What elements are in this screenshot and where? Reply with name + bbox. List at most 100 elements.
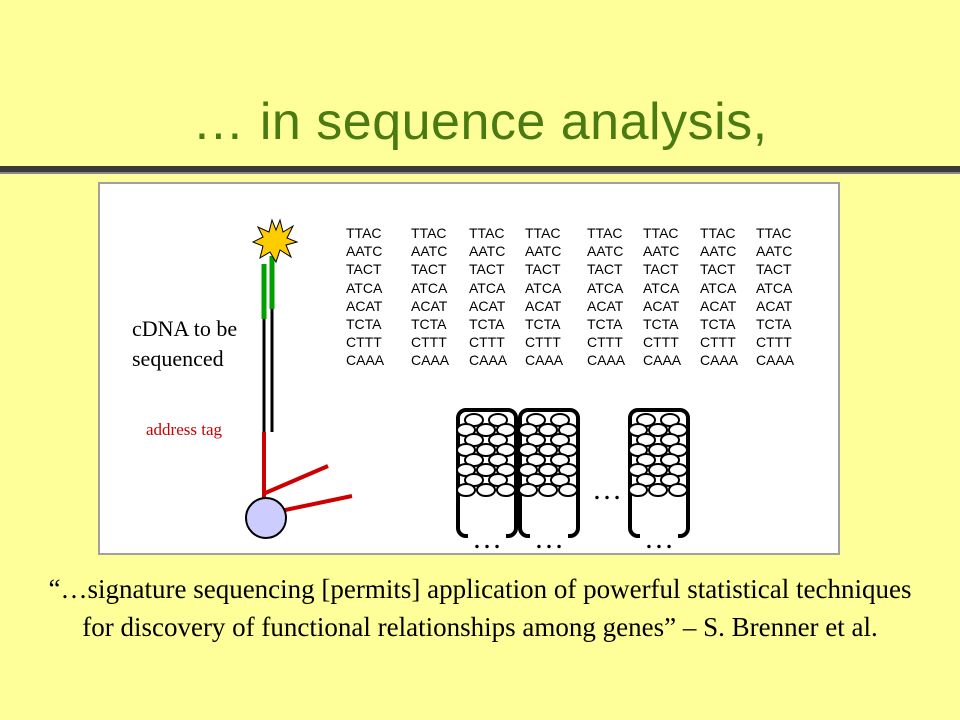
bead-oval [648,423,668,437]
sequence-text: AATC [756,243,793,260]
sequence-text: ATCA [525,279,562,296]
sequence-text: CAAA [587,352,626,369]
sequence-text: TTAC [587,225,623,241]
sequence-text: CAAA [411,352,450,369]
sequence-text: TACT [346,261,382,278]
bead-oval [476,483,496,497]
sequence-text: TACT [587,261,623,278]
sequence-text: CTTT [587,334,623,351]
sequence-text: TCTA [587,316,623,333]
slide-title: … in sequence analysis, [192,93,768,151]
sequence-text: ACAT [411,297,448,314]
sequence-text: TCTA [469,316,505,333]
ellipsis-mid: … [592,473,622,506]
sequence-text: AATC [643,243,680,260]
sequence-text: TCTA [411,316,447,333]
cdna-label: cDNA to be sequenced [132,316,238,371]
bead-oval [476,443,496,457]
sequence-text: CAAA [756,352,795,369]
sequence-text: TCTA [756,316,792,333]
flow-cell-ellipsis: … [472,522,502,555]
flow-cells: … … … [456,408,690,555]
sequence-text: CTTT [700,334,736,351]
sequence-text: TTAC [411,225,447,241]
bead-oval [648,483,668,497]
sequence-text: AATC [469,243,506,260]
brenner-quote: “…signature sequencing [permits] applica… [48,574,912,642]
flow-cell-opening [530,530,568,540]
flow-cell-ellipsis: … [644,522,674,555]
sequence-text: ACAT [587,297,624,314]
sequence-text: TACT [700,261,736,278]
sequence-text: ATCA [643,279,680,296]
bead-oval [496,483,516,497]
sequence-text: AATC [346,243,383,260]
sequence-text: TCTA [700,316,736,333]
flow-cell: … [456,408,518,555]
sequence-text: ATCA [756,279,793,296]
bead-oval [648,463,668,477]
sequence-text: TTAC [525,225,561,241]
flow-cell-opening [640,530,678,540]
flow-cell-opening [468,530,506,540]
bead-oval [558,483,578,497]
sequence-text: CAAA [346,352,385,369]
flow-cell: … [628,408,690,555]
sequence-text: ACAT [756,297,793,314]
sequence-text: CTTT [469,334,505,351]
sequence-text: ATCA [700,279,737,296]
fluor-star-icon [251,218,299,264]
sequence-text: CTTT [525,334,561,351]
tag-line-upper [262,464,329,496]
sequence-text: TACT [411,261,447,278]
sequence-text: CTTT [643,334,679,351]
sequence-text: CAAA [469,352,508,369]
sequence-text: CTTT [411,334,447,351]
sequence-text: TACT [469,261,505,278]
sequence-text: AATC [411,243,448,260]
diagram-panel: ……… … cDNA to be sequenced address tag T… [98,182,840,555]
sequence-text: ACAT [643,297,680,314]
sequence-text: ACAT [469,297,506,314]
bead-circle [245,497,287,539]
sequence-text: CTTT [346,334,382,351]
sequence-text: CAAA [525,352,564,369]
sequence-text: TCTA [346,316,382,333]
sequence-text: AATC [700,243,737,260]
sequence-text: AATC [525,243,562,260]
flow-cell-ellipsis: … [534,522,564,555]
sequence-text: ATCA [346,279,383,296]
sequence-text: TACT [756,261,792,278]
bead-oval [476,463,496,477]
sequence-text: ATCA [469,279,506,296]
flow-cell: … [518,408,580,555]
sequence-text: CAAA [643,352,682,369]
sequence-text: ATCA [587,279,624,296]
bead-oval [538,423,558,437]
sequence-text: CAAA [700,352,739,369]
diagram-drawing: … … … … [245,218,690,555]
sequence-text: ATCA [411,279,448,296]
bead-oval [476,423,496,437]
sequence-text: ACAT [346,297,383,314]
sequence-text: AATC [587,243,624,260]
title-divider [0,166,960,174]
sequence-text: TCTA [525,316,561,333]
bead-oval [538,463,558,477]
sequence-text: TTAC [700,225,736,241]
sequence-text: TTAC [469,225,505,241]
bead-oval [628,483,648,497]
bead-oval [456,483,476,497]
sequence-text: TACT [525,261,561,278]
bead-oval [648,443,668,457]
bead-oval [668,483,688,497]
sequence-text: TCTA [643,316,679,333]
